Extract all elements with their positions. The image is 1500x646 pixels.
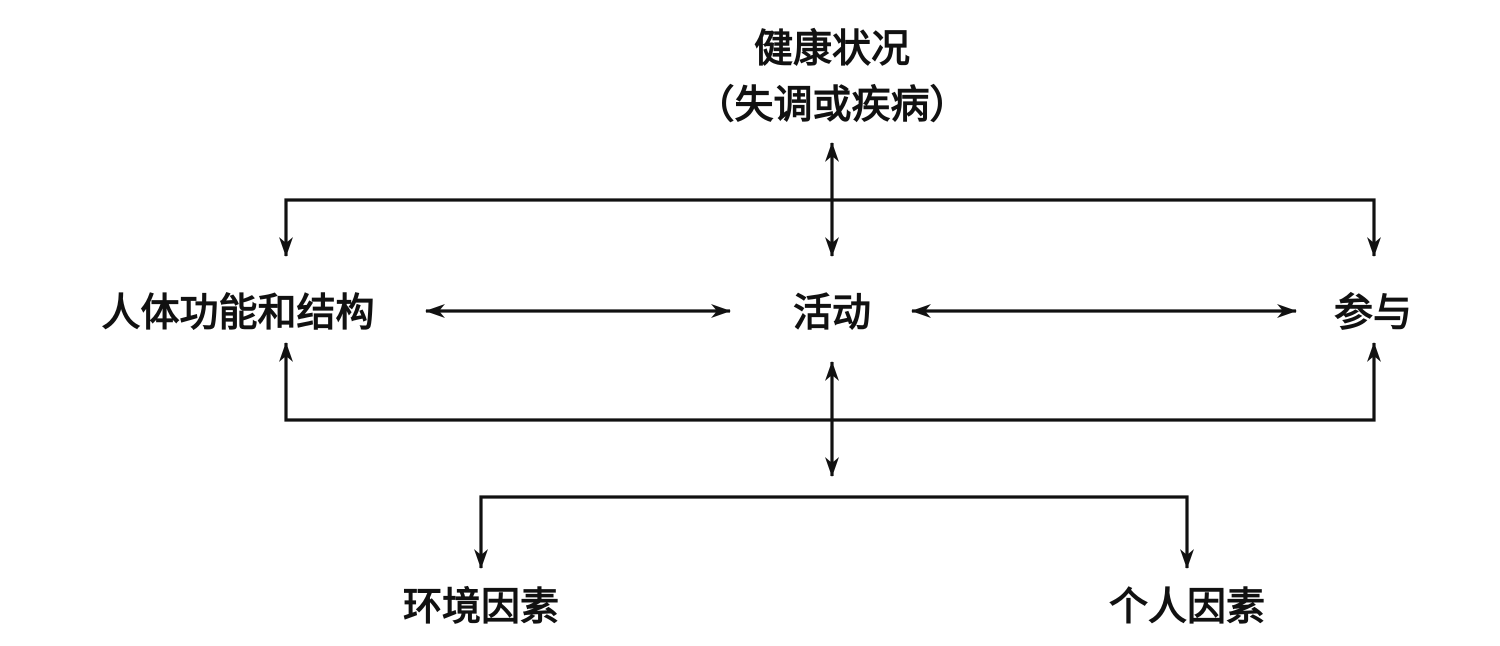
context-connector-line (474, 495, 1194, 569)
bottom-connector-line (279, 342, 1381, 422)
health-condition-subtitle: （失调或疾病） (695, 83, 968, 128)
personal-factors-label: 个人因素 (1109, 585, 1265, 630)
environmental-factors-label: 环境因素 (403, 585, 559, 630)
participation-label: 参与 (1334, 291, 1412, 336)
body-function-structure-label: 人体功能和结构 (101, 291, 374, 336)
health-condition-title: 健康状况 (754, 27, 910, 72)
activity-label: 活动 (793, 291, 871, 336)
top-connector-line (279, 198, 1381, 257)
